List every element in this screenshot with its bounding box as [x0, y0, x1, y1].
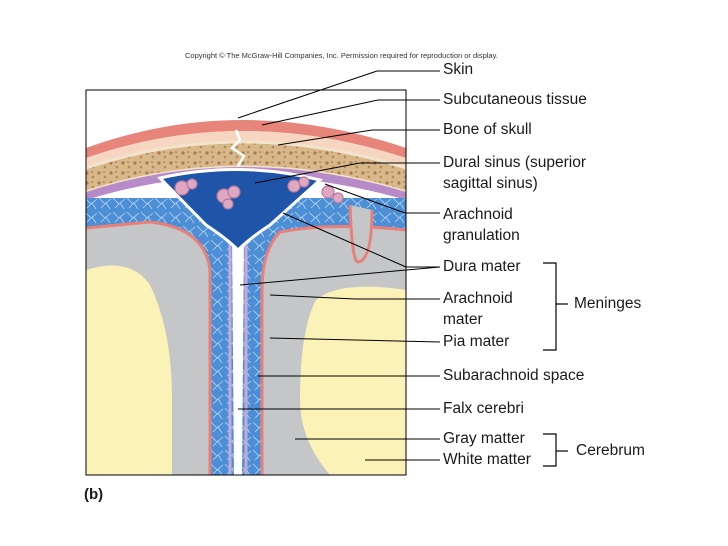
label-skin: Skin	[443, 61, 474, 78]
label-arachnoid-granulation-line2: granulation	[443, 227, 520, 244]
label-gray-matter: Gray matter	[443, 430, 525, 447]
subcutaneous-band	[86, 131, 406, 168]
label-arachnoid-mater-line1: Arachnoid	[443, 290, 513, 307]
meninges-bracket	[543, 262, 568, 351]
label-arachnoid-mater-line2: mater	[443, 311, 483, 328]
panel-letter: (b)	[84, 486, 104, 503]
falx-cerebri	[232, 232, 244, 475]
group-label-meninges: Meninges	[574, 295, 642, 312]
cerebrum-bracket	[543, 433, 568, 467]
leader-lines	[237, 70, 441, 461]
label-pia-mater: Pia mater	[443, 333, 510, 350]
skin-band	[86, 120, 406, 158]
label-subcutaneous-tissue: Subcutaneous tissue	[443, 91, 587, 108]
label-dural-sinus-line1: Dural sinus (superior	[443, 154, 586, 171]
skin-layer	[86, 90, 406, 150]
label-bone-of-skull: Bone of skull	[443, 121, 532, 138]
arachnoid-granulations	[174, 176, 344, 210]
label-falx-cerebri: Falx cerebri	[443, 400, 524, 417]
white-matter-right	[300, 286, 406, 475]
group-label-cerebrum: Cerebrum	[576, 442, 645, 459]
label-dura-mater: Dura mater	[443, 258, 521, 275]
label-subarachnoid-space: Subarachnoid space	[443, 367, 585, 384]
white-matter-left	[86, 265, 172, 475]
copyright-notice: Copyright © The McGraw-Hill Companies, I…	[185, 51, 498, 60]
label-dural-sinus-line2: sagittal sinus)	[443, 175, 538, 192]
dural-sinus	[157, 167, 324, 253]
label-white-matter: White matter	[443, 451, 531, 468]
label-arachnoid-granulation-line1: Arachnoid	[443, 206, 513, 223]
